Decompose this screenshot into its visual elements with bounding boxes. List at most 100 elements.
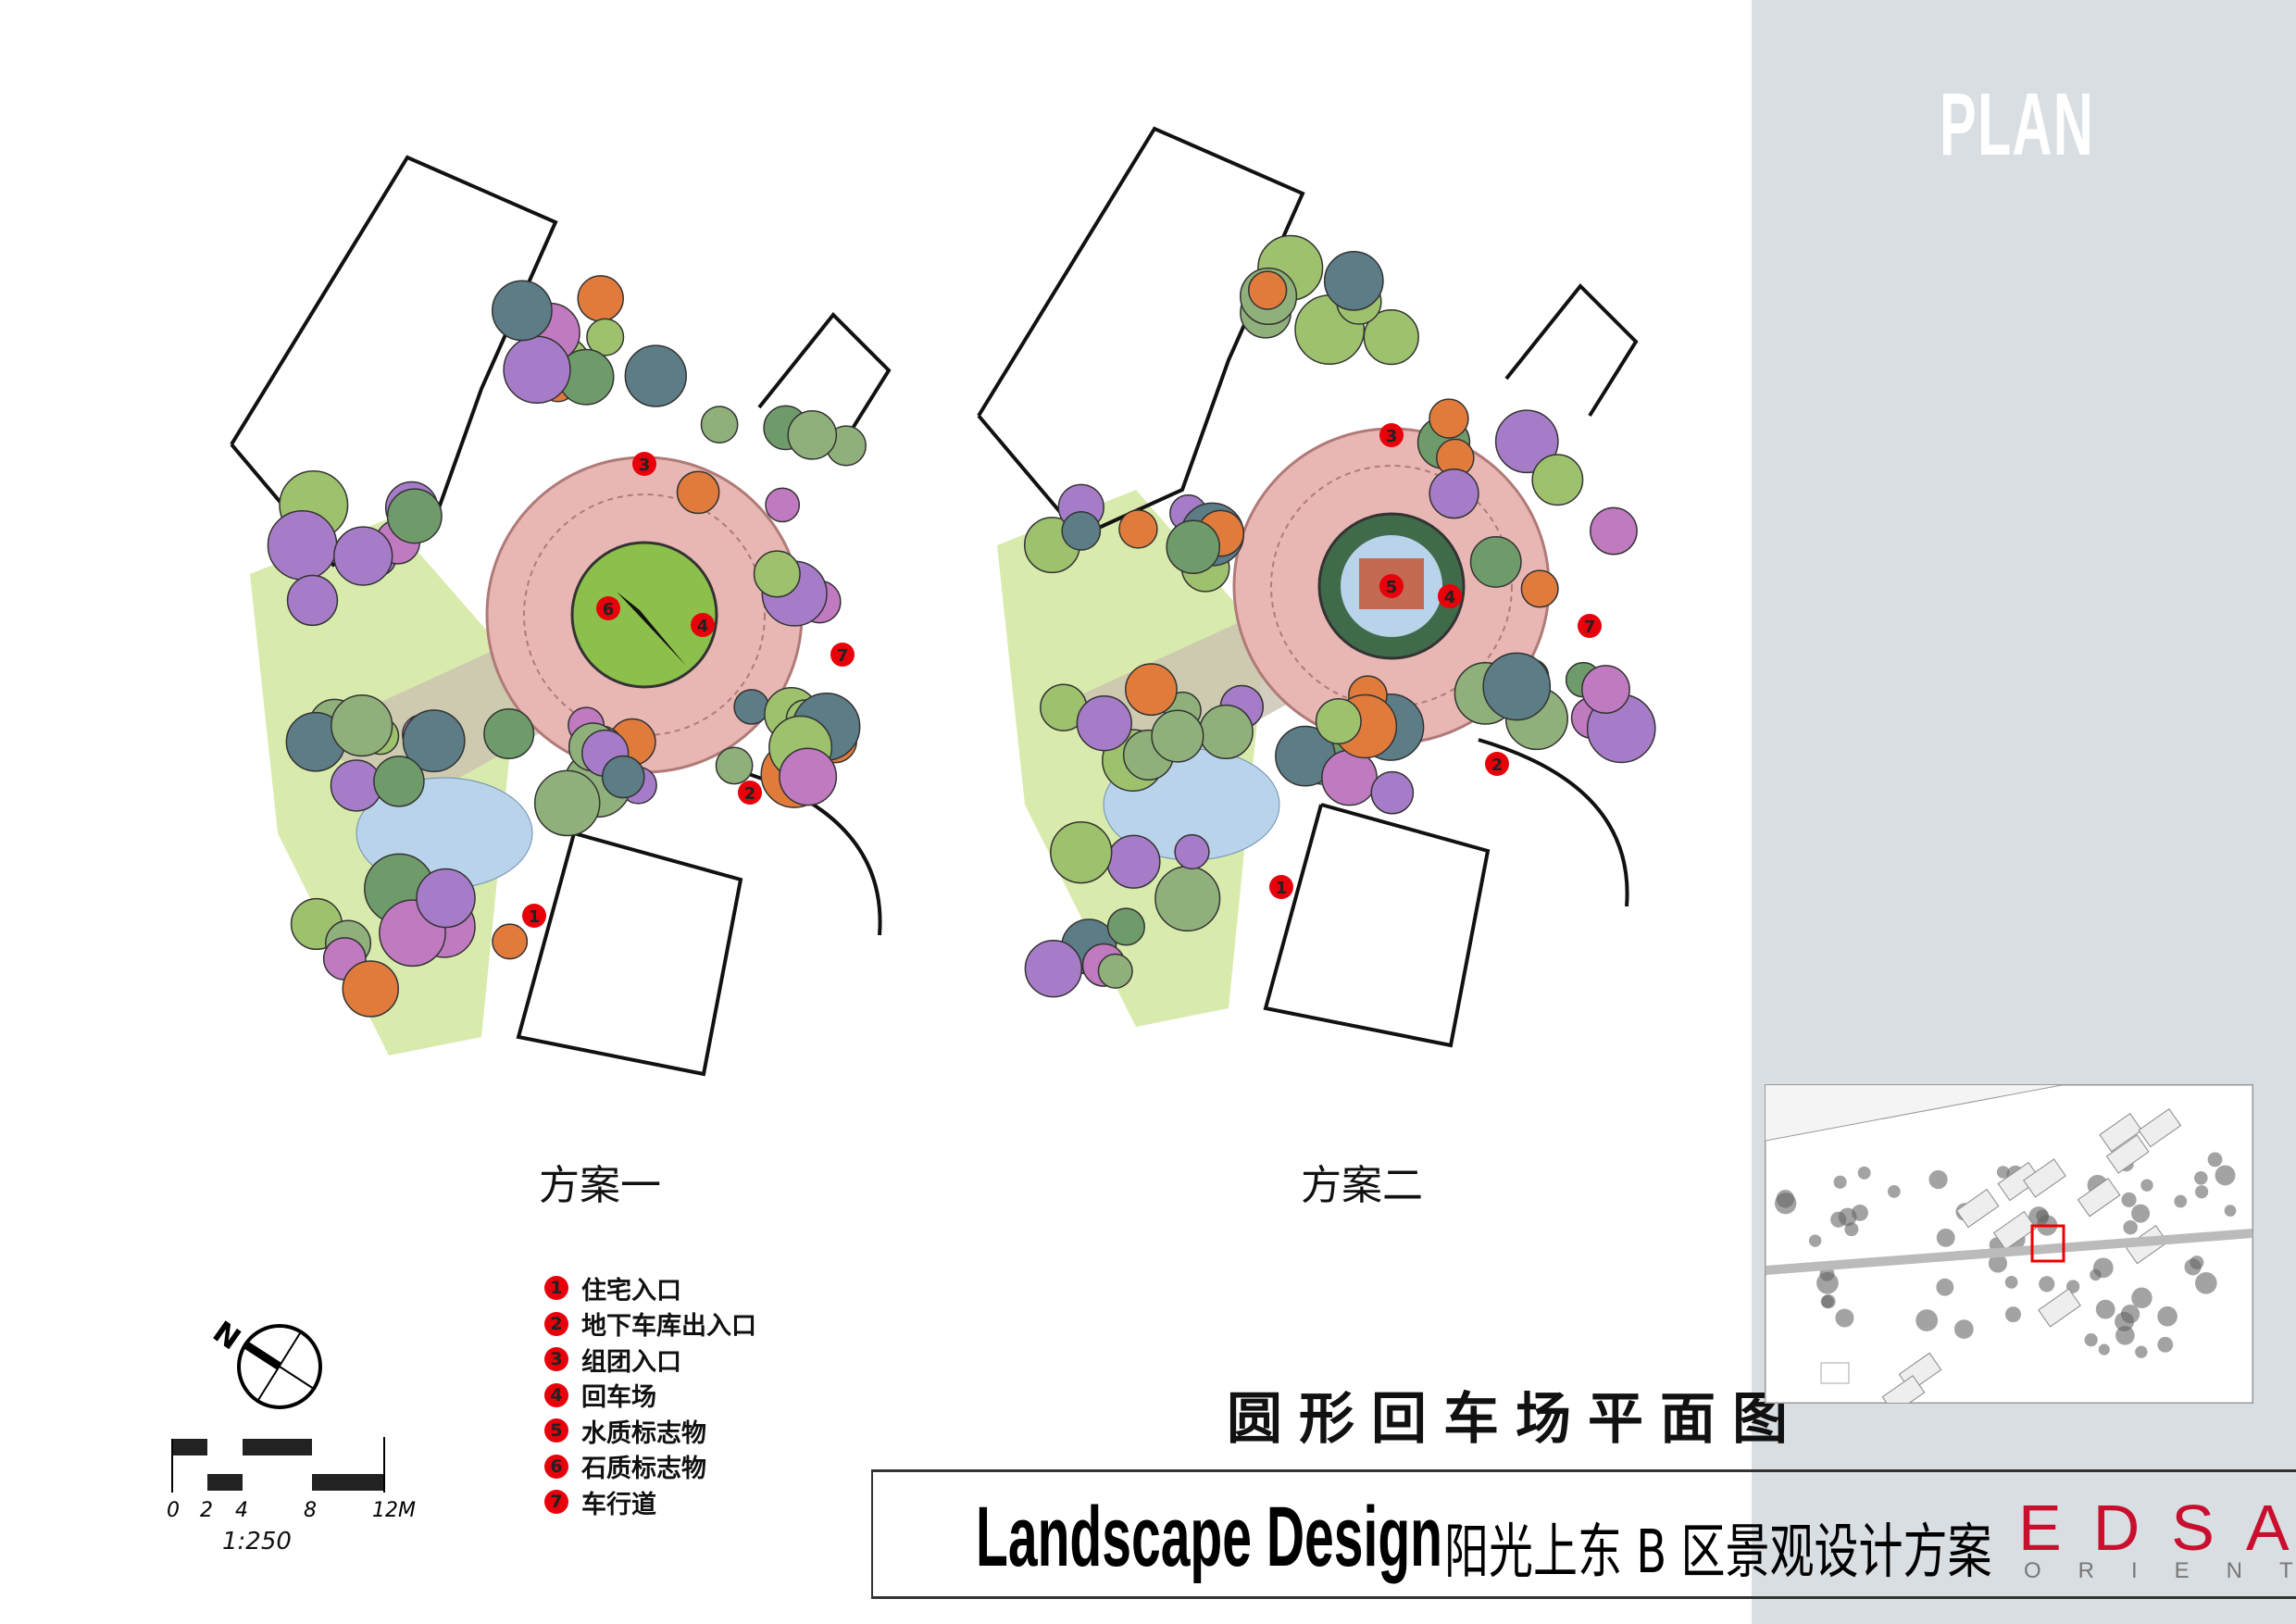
tree xyxy=(765,487,801,523)
plan-marker xyxy=(1578,614,1602,638)
tree xyxy=(1581,665,1630,714)
scale-tick: 8 xyxy=(304,1499,317,1522)
tree xyxy=(1520,569,1559,608)
marker-icon: 1 xyxy=(544,1276,568,1301)
tree xyxy=(1125,663,1178,717)
tree xyxy=(1174,833,1210,870)
scheme-1-label: 方案一 xyxy=(539,1162,661,1209)
tree xyxy=(1590,506,1638,556)
legend-item: 4 回车场 xyxy=(544,1378,756,1414)
tree xyxy=(1429,468,1479,519)
plan-marker-number: 5 xyxy=(1386,578,1398,597)
tree xyxy=(1323,250,1384,311)
plan-marker-number: 3 xyxy=(1386,427,1398,446)
tree xyxy=(715,746,754,785)
plan-marker-number: 4 xyxy=(1444,588,1456,607)
marker-icon: 4 xyxy=(544,1382,568,1407)
tree xyxy=(1076,695,1132,752)
logo: EDSA xyxy=(2018,1492,2296,1564)
tree xyxy=(1247,270,1288,310)
plan-marker xyxy=(1438,584,1462,608)
tree xyxy=(624,344,687,407)
tree xyxy=(1315,697,1362,744)
tree xyxy=(787,410,838,460)
section-title: PLAN xyxy=(1940,75,2094,174)
marker-icon: 2 xyxy=(544,1311,568,1336)
plan-marker xyxy=(522,904,546,928)
tree xyxy=(1154,865,1221,932)
tree xyxy=(1097,953,1133,989)
tree xyxy=(1482,652,1552,721)
tree xyxy=(503,335,571,404)
scale-tick: 4 xyxy=(235,1499,248,1522)
plan-marker-number: 7 xyxy=(1584,618,1596,637)
legend-item: 2 地下车库出入口 xyxy=(544,1306,756,1343)
tree xyxy=(1469,535,1522,588)
scale-tick: 2 xyxy=(200,1499,213,1522)
plan-marker xyxy=(691,613,715,637)
plan-marker-number: 6 xyxy=(603,600,615,619)
tree xyxy=(601,755,645,799)
tree xyxy=(386,488,443,544)
tree xyxy=(416,868,476,929)
tree xyxy=(533,769,601,837)
plan-marker-number: 2 xyxy=(744,784,756,804)
tree xyxy=(267,510,338,581)
location-marker xyxy=(2030,1224,2065,1263)
tree xyxy=(331,694,393,757)
plan-marker-number: 1 xyxy=(1276,879,1288,898)
legend-text: 石质标志物 xyxy=(581,1455,706,1484)
scale-tick: 12M xyxy=(372,1499,416,1522)
title-english: Landscape Design xyxy=(976,1490,1443,1584)
tree xyxy=(333,526,393,586)
scale-tick: 0 xyxy=(167,1499,180,1522)
tree xyxy=(779,747,838,806)
tree xyxy=(286,574,339,627)
scheme-2-label: 方案二 xyxy=(1301,1162,1423,1209)
tree xyxy=(1429,398,1469,439)
plan-marker xyxy=(1379,574,1404,598)
marker-icon: 5 xyxy=(544,1418,568,1443)
tree xyxy=(1363,308,1419,366)
marker-icon: 6 xyxy=(544,1454,568,1479)
plan-marker-number: 3 xyxy=(639,456,651,475)
tree xyxy=(1118,509,1158,549)
plan-marker xyxy=(1485,752,1509,776)
tree xyxy=(1050,820,1113,884)
tree xyxy=(373,756,425,807)
tree xyxy=(1151,709,1204,763)
tree xyxy=(492,280,553,342)
scale-bar: 0 2 4 8 12M xyxy=(167,1437,416,1522)
drawing-title: 圆形回车场平面图 xyxy=(1227,1387,1804,1452)
plan-scheme-1: 1 2 3 4 6 7 xyxy=(230,155,892,1077)
plan-marker-number: 7 xyxy=(837,646,849,666)
legend-item: 1 住宅入口 xyxy=(544,1270,756,1306)
tree xyxy=(1106,834,1161,889)
tree xyxy=(733,689,770,725)
legend-text: 住宅入口 xyxy=(581,1276,681,1305)
title-block xyxy=(871,1469,2296,1599)
plan-marker xyxy=(1379,423,1404,447)
north-arrow-icon: N xyxy=(206,1314,322,1409)
plan-marker xyxy=(830,643,855,667)
tree xyxy=(1106,907,1145,946)
site-key-map xyxy=(1765,1084,2253,1404)
tree xyxy=(1321,749,1378,806)
plan-marker-number: 4 xyxy=(697,617,709,636)
plan-marker xyxy=(1269,875,1293,899)
tree xyxy=(483,707,535,760)
tree xyxy=(753,550,801,598)
tree xyxy=(1494,409,1559,474)
legend-item: 6 石质标志物 xyxy=(544,1449,756,1485)
legend-text: 地下车库出入口 xyxy=(581,1312,756,1342)
tree xyxy=(1166,519,1221,575)
legend-text: 回车场 xyxy=(581,1383,656,1413)
marker-icon: 3 xyxy=(544,1347,568,1372)
tree xyxy=(1370,770,1415,815)
plan-marker-number: 1 xyxy=(529,907,541,927)
tree xyxy=(676,470,720,515)
plan-marker xyxy=(632,452,656,476)
